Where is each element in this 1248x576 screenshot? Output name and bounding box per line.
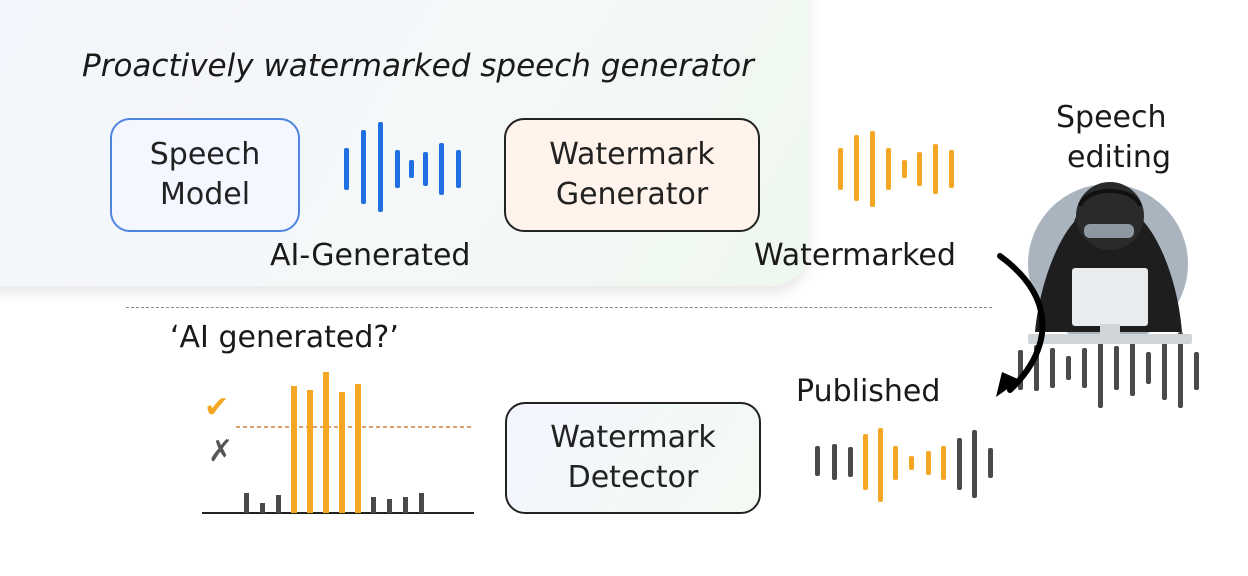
waveform-bar bbox=[909, 456, 914, 470]
watermarked-label: Watermarked bbox=[754, 238, 956, 273]
score-bar bbox=[355, 384, 361, 513]
waveform-bar bbox=[1114, 346, 1119, 390]
speech-model-box: Speech Model bbox=[110, 118, 300, 232]
score-bar bbox=[371, 497, 376, 513]
waveform-bar bbox=[848, 447, 853, 477]
waveform-bar bbox=[957, 438, 962, 490]
waveform-bar bbox=[863, 434, 868, 490]
waveform-bar bbox=[1162, 338, 1167, 400]
score-bar bbox=[307, 390, 313, 513]
waveform-bar bbox=[344, 148, 349, 190]
score-bar bbox=[276, 495, 281, 513]
waveform-bar bbox=[933, 144, 938, 194]
score-bar bbox=[291, 386, 297, 513]
waveform-bar bbox=[815, 446, 820, 476]
hooded-hacker-icon bbox=[1028, 182, 1192, 344]
cross-icon: ✗ bbox=[208, 434, 234, 469]
watermark-detector-label-1: Watermark bbox=[550, 420, 716, 455]
waveform-bar bbox=[378, 122, 383, 212]
waveform-bar bbox=[361, 130, 366, 204]
score-bar bbox=[260, 503, 265, 513]
waveform-bar bbox=[949, 150, 954, 188]
waveform-bar bbox=[832, 444, 837, 480]
diagram-title: Proactively watermarked speech generator bbox=[82, 48, 754, 84]
waveform-bar bbox=[1018, 350, 1023, 390]
speech-model-label-1: Speech bbox=[149, 137, 261, 172]
watermark-generator-label-1: Watermark bbox=[549, 137, 715, 172]
published-label: Published bbox=[796, 374, 941, 409]
speech-editing-label-1: Speech bbox=[1056, 100, 1167, 135]
section-divider bbox=[126, 307, 992, 308]
waveform-bar bbox=[972, 430, 977, 498]
waveform-bar bbox=[926, 451, 931, 475]
detector-score-chart bbox=[202, 372, 474, 514]
waveform-bar bbox=[988, 448, 993, 478]
waveform-bar bbox=[439, 143, 444, 195]
waveform-bar bbox=[1066, 356, 1071, 380]
check-icon: ✔ bbox=[204, 390, 230, 425]
waveform-bar bbox=[1146, 352, 1151, 384]
waveform-bar bbox=[917, 152, 922, 186]
waveform-bar bbox=[941, 446, 946, 480]
waveform-bar bbox=[902, 160, 907, 178]
score-bar bbox=[419, 493, 424, 513]
waveform-bar bbox=[456, 150, 461, 188]
question-label: ‘AI generated?’ bbox=[170, 320, 399, 355]
waveform-bar bbox=[878, 428, 883, 502]
waveform-bar bbox=[1050, 348, 1055, 388]
waveform-bar bbox=[395, 150, 400, 188]
curved-arrow-icon bbox=[996, 253, 1046, 397]
waveform-bar bbox=[886, 148, 891, 190]
score-bar bbox=[323, 372, 329, 513]
score-bar bbox=[387, 499, 392, 513]
watermark-detector-box: Watermark Detector bbox=[505, 402, 761, 514]
score-bar bbox=[244, 493, 249, 513]
waveform-bar bbox=[1098, 332, 1103, 408]
score-bar bbox=[403, 497, 408, 513]
waveform-bar bbox=[409, 160, 414, 178]
waveform-bar bbox=[1082, 348, 1087, 388]
waveform-bar bbox=[1194, 352, 1199, 390]
waveform-bar bbox=[838, 148, 843, 190]
watermark-generator-label-2: Generator bbox=[555, 177, 709, 212]
waveform-bar bbox=[1130, 340, 1135, 396]
waveform-bar bbox=[870, 131, 875, 207]
speech-editing-label-2: editing bbox=[1067, 140, 1171, 175]
waveform-bar bbox=[893, 446, 898, 480]
waveform-bar bbox=[854, 135, 859, 201]
waveform-bar bbox=[1034, 345, 1039, 391]
watermark-detector-label-2: Detector bbox=[567, 460, 699, 495]
score-bar bbox=[339, 392, 345, 513]
waveform-bar bbox=[1178, 332, 1183, 408]
watermark-generator-box: Watermark Generator bbox=[504, 118, 760, 232]
speech-model-label-2: Model bbox=[159, 177, 251, 212]
ai-generated-label: AI-Generated bbox=[270, 238, 471, 273]
waveform-bar bbox=[423, 152, 428, 186]
